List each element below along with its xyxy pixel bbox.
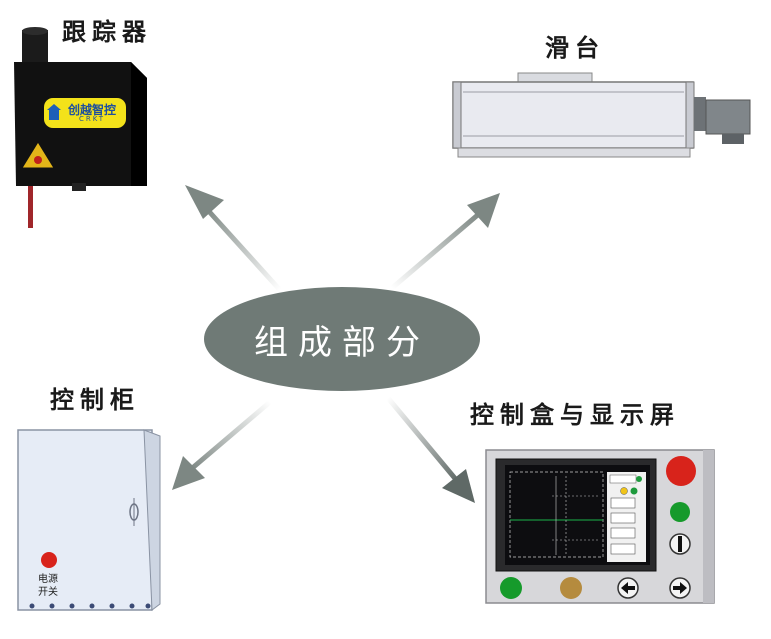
- tracker-label: 跟踪器: [62, 18, 152, 46]
- power-switch-label-2: 开关: [38, 587, 58, 598]
- bottom-amber-button: [560, 577, 582, 599]
- arrow-to-cabinet: [172, 400, 272, 490]
- green-button: [670, 502, 690, 522]
- power-switch-button: [41, 552, 57, 568]
- center-ellipse: [204, 287, 480, 391]
- emergency-stop-button: [666, 456, 696, 486]
- arrow-to-tracker: [185, 185, 282, 292]
- slide-label: 滑台: [545, 34, 605, 62]
- power-switch-label-1: 电源: [38, 574, 58, 585]
- cabinet-label: 控制柜: [50, 386, 140, 414]
- display-label: 控制盒与显示屏: [470, 401, 680, 429]
- brand-badge-subtext: CRKT: [78, 115, 106, 123]
- laser-warning-icon: [21, 141, 55, 169]
- center-label: 组成部分: [254, 322, 430, 363]
- arrow-to-display: [386, 396, 475, 503]
- bottom-green-button: [500, 577, 522, 599]
- brand-badge: [44, 98, 126, 128]
- arrow-to-slide: [390, 193, 500, 290]
- brand-badge-text: 创越智控: [67, 103, 116, 117]
